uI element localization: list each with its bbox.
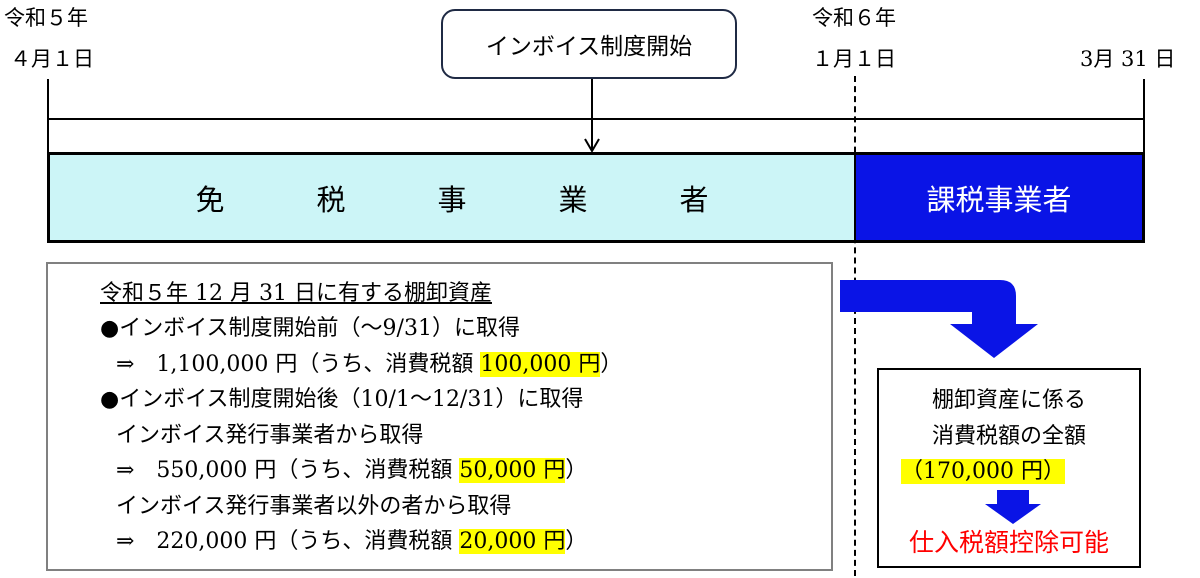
transfer-arrow-icon <box>840 280 1038 358</box>
result-amount: （170,000 円） <box>901 459 1065 484</box>
after-heading: ●インボイス制度開始後（10/1～12/31）に取得 <box>100 387 584 412</box>
before-heading: ●インボイス制度開始前（～9/31）に取得 <box>100 316 520 341</box>
before-amount: ⇒ 1,100,000 円（うち、消費税額 <box>116 352 481 377</box>
issuer-amount: ⇒ 550,000 円（うち、消費税額 <box>116 458 460 483</box>
invoice-start-arrow-icon <box>584 79 600 153</box>
tax-exempt-band: 免 税 事 業 者 <box>47 152 857 243</box>
invoice-start-label: インボイス制度開始 <box>485 34 693 60</box>
tax-exempt-char: 業 <box>558 182 588 217</box>
tax-exempt-char: 者 <box>679 182 709 217</box>
issuer-amount-line: ⇒ 550,000 円（うち、消費税額 50,000 円） <box>116 458 587 484</box>
close-paren: ） <box>565 458 588 483</box>
start-era-label: 令和５年 <box>4 6 88 30</box>
non-issuer-amount: ⇒ 220,000 円（うち、消費税額 <box>116 529 460 554</box>
non-issuer-label: インボイス発行事業者以外の者から取得 <box>116 494 512 519</box>
down-arrow-icon <box>985 490 1041 524</box>
close-paren: ） <box>565 529 588 554</box>
inventory-info-box: 令和５年 12 月 31 日に有する棚卸資産 ●インボイス制度開始前（～9/31… <box>46 262 833 571</box>
end-day-label: 3月 31 日 <box>1080 47 1176 71</box>
tax-exempt-char: 免 <box>195 182 225 217</box>
taxable-label: 課税事業者 <box>926 182 1072 217</box>
tax-exempt-label: 免 税 事 業 者 <box>50 155 854 240</box>
end-tick-line <box>1143 79 1145 153</box>
non-issuer-amount-line: ⇒ 220,000 円（うち、消費税額 20,000 円） <box>116 529 587 555</box>
result-line-2: 消費税額の全額 <box>931 424 1086 449</box>
mid-era-label: 令和６年 <box>812 6 896 30</box>
issuer-label: インボイス発行事業者から取得 <box>116 423 424 448</box>
tax-exempt-char: 事 <box>437 182 467 217</box>
result-line-1: 棚卸資産に係る <box>931 388 1086 413</box>
tax-exempt-char: 税 <box>316 182 346 217</box>
deduction-conclusion: 仕入税額控除可能 <box>908 528 1109 557</box>
close-paren: ） <box>600 352 623 377</box>
deduction-result-box: 棚卸資産に係る 消費税額の全額 （170,000 円） 仕入税額控除可能 <box>877 368 1141 568</box>
inventory-title: 令和５年 12 月 31 日に有する棚卸資産 <box>100 281 492 306</box>
start-day-label: ４月１日 <box>10 47 94 71</box>
taxable-band: 課税事業者 <box>856 152 1145 243</box>
result-amount-row: （170,000 円） <box>901 459 1139 485</box>
start-tick-line <box>47 79 49 153</box>
non-issuer-tax-highlight: 20,000 円 <box>459 529 566 554</box>
invoice-start-box: インボイス制度開始 <box>441 9 737 79</box>
before-tax-highlight: 100,000 円 <box>480 352 601 377</box>
timeline-axis <box>47 118 1145 120</box>
before-amount-line: ⇒ 1,100,000 円（うち、消費税額 100,000 円） <box>116 352 622 378</box>
mid-day-label: １月１日 <box>812 47 896 71</box>
issuer-tax-highlight: 50,000 円 <box>459 458 566 483</box>
year-boundary-dashed-line <box>854 76 856 576</box>
